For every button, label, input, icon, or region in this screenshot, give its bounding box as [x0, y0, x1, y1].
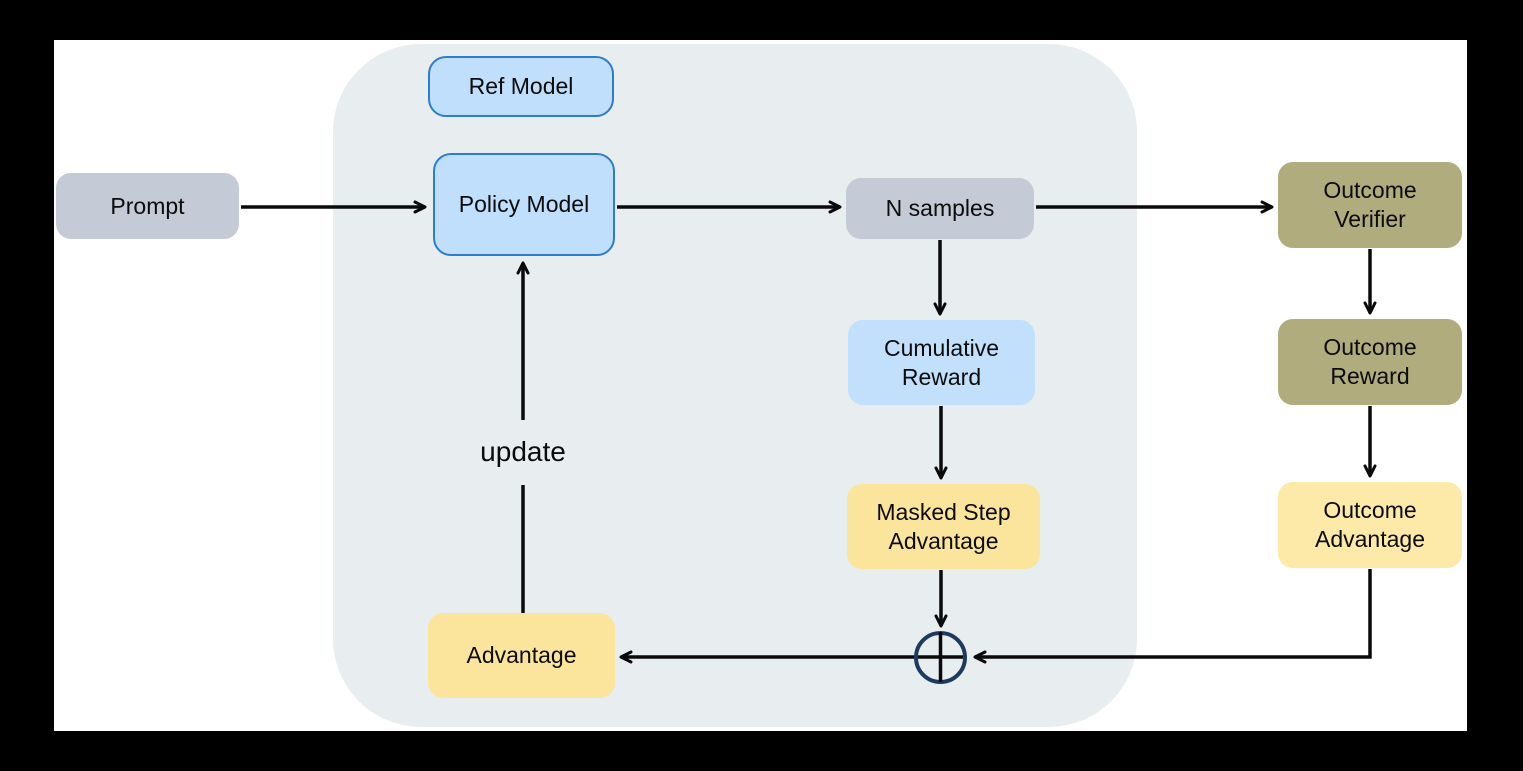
update-edge-label: update	[480, 436, 566, 467]
node-advantage: Advantage	[428, 613, 615, 698]
node-masked-step-advantage: Masked Step Advantage	[847, 484, 1040, 569]
node-ref-model: Ref Model	[428, 56, 614, 117]
node-cumulative-reward-label: Cumulative Reward	[883, 334, 1000, 390]
node-outcome-verifier-label: Outcome Verifier	[1323, 177, 1417, 232]
node-masked-step-advantage-label: Masked Step Advantage	[876, 498, 1011, 554]
node-outcome-reward: Outcome Reward	[1278, 319, 1462, 405]
node-advantage-label: Advantage	[466, 642, 577, 669]
node-n-samples: N samples	[846, 178, 1034, 239]
node-outcome-advantage-label: Outcome Advantage	[1315, 497, 1425, 552]
node-outcome-reward-label: Outcome Reward	[1323, 334, 1417, 389]
node-ref-model-label: Ref Model	[468, 73, 574, 100]
node-outcome-verifier: Outcome Verifier	[1278, 162, 1462, 248]
node-policy-model: Policy Model	[433, 153, 615, 256]
node-policy-model-label: Policy Model	[458, 191, 590, 218]
diagram-canvas: Prompt Ref Model Policy Model N samples …	[54, 40, 1467, 731]
node-n-samples-label: N samples	[885, 195, 995, 222]
node-cumulative-reward: Cumulative Reward	[848, 320, 1035, 405]
node-prompt-label: Prompt	[110, 192, 185, 219]
node-prompt: Prompt	[56, 173, 239, 239]
node-outcome-advantage: Outcome Advantage	[1278, 482, 1462, 568]
